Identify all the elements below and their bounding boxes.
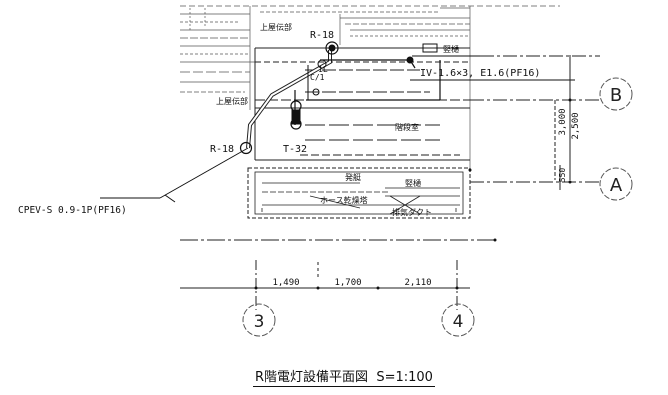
label-wiring-top: IV-1.6×3, E1.6(PF16) [420, 68, 540, 79]
dimension-3000: 3,000 [558, 108, 568, 135]
switch-box [422, 43, 438, 53]
label-r18-left: R-18 [210, 144, 234, 155]
grid-b-label: B [610, 85, 622, 106]
label-t32: T-32 [283, 144, 307, 155]
label-equip-a: C/1 [310, 73, 325, 82]
grid-bubble-4: 4 [441, 303, 475, 337]
label-lower-roof: 発艇 [345, 172, 361, 182]
dimension-1490: 1,490 [272, 278, 299, 288]
fixture-r18-top [325, 41, 339, 55]
grid-bubble-a: A [599, 167, 633, 201]
label-hose-dryer: ホース乾燥塔 [320, 195, 368, 205]
label-equip-b: 1L [318, 65, 328, 74]
label-wall-top: 竪樋 [443, 44, 459, 54]
building-hatching [180, 5, 560, 170]
label-upper-roof-top: 上屋伝部 [260, 22, 292, 32]
fixture-r18-left [239, 141, 253, 155]
fixtures [239, 41, 438, 155]
drawing-title: R階電灯設備平面図 S=1:100 [253, 366, 435, 387]
dimension-1700: 1,700 [334, 278, 361, 288]
label-r18-top: R-18 [310, 30, 334, 41]
dimension-ticks [254, 98, 572, 290]
label-wiring-left: CPEV-S 0.9-1P(PF16) [18, 205, 127, 216]
grid-bubble-3: 3 [242, 303, 276, 337]
grid-lines [180, 55, 600, 310]
drawing-scale: S=1:100 [376, 370, 433, 385]
dimension-2500: 2,500 [571, 112, 581, 139]
drawing-name: R階電灯設備平面図 [255, 370, 369, 385]
label-upper-roof-left: 上屋伝部 [216, 96, 248, 106]
dimension-2110: 2,110 [404, 278, 431, 288]
label-stair-room: 階段室 [395, 122, 419, 132]
grid-3-label: 3 [254, 312, 265, 332]
label-wall-lower: 竪樋 [405, 178, 421, 188]
lower-enclosure [247, 167, 471, 219]
dimension-550: 550 [558, 168, 567, 183]
wiring-route [100, 50, 575, 203]
grid-bubble-b: B [599, 77, 633, 111]
label-exhaust-duct: 排気ダクト [392, 207, 432, 217]
grid-4-label: 4 [453, 312, 464, 332]
grid-a-label: A [610, 175, 623, 196]
